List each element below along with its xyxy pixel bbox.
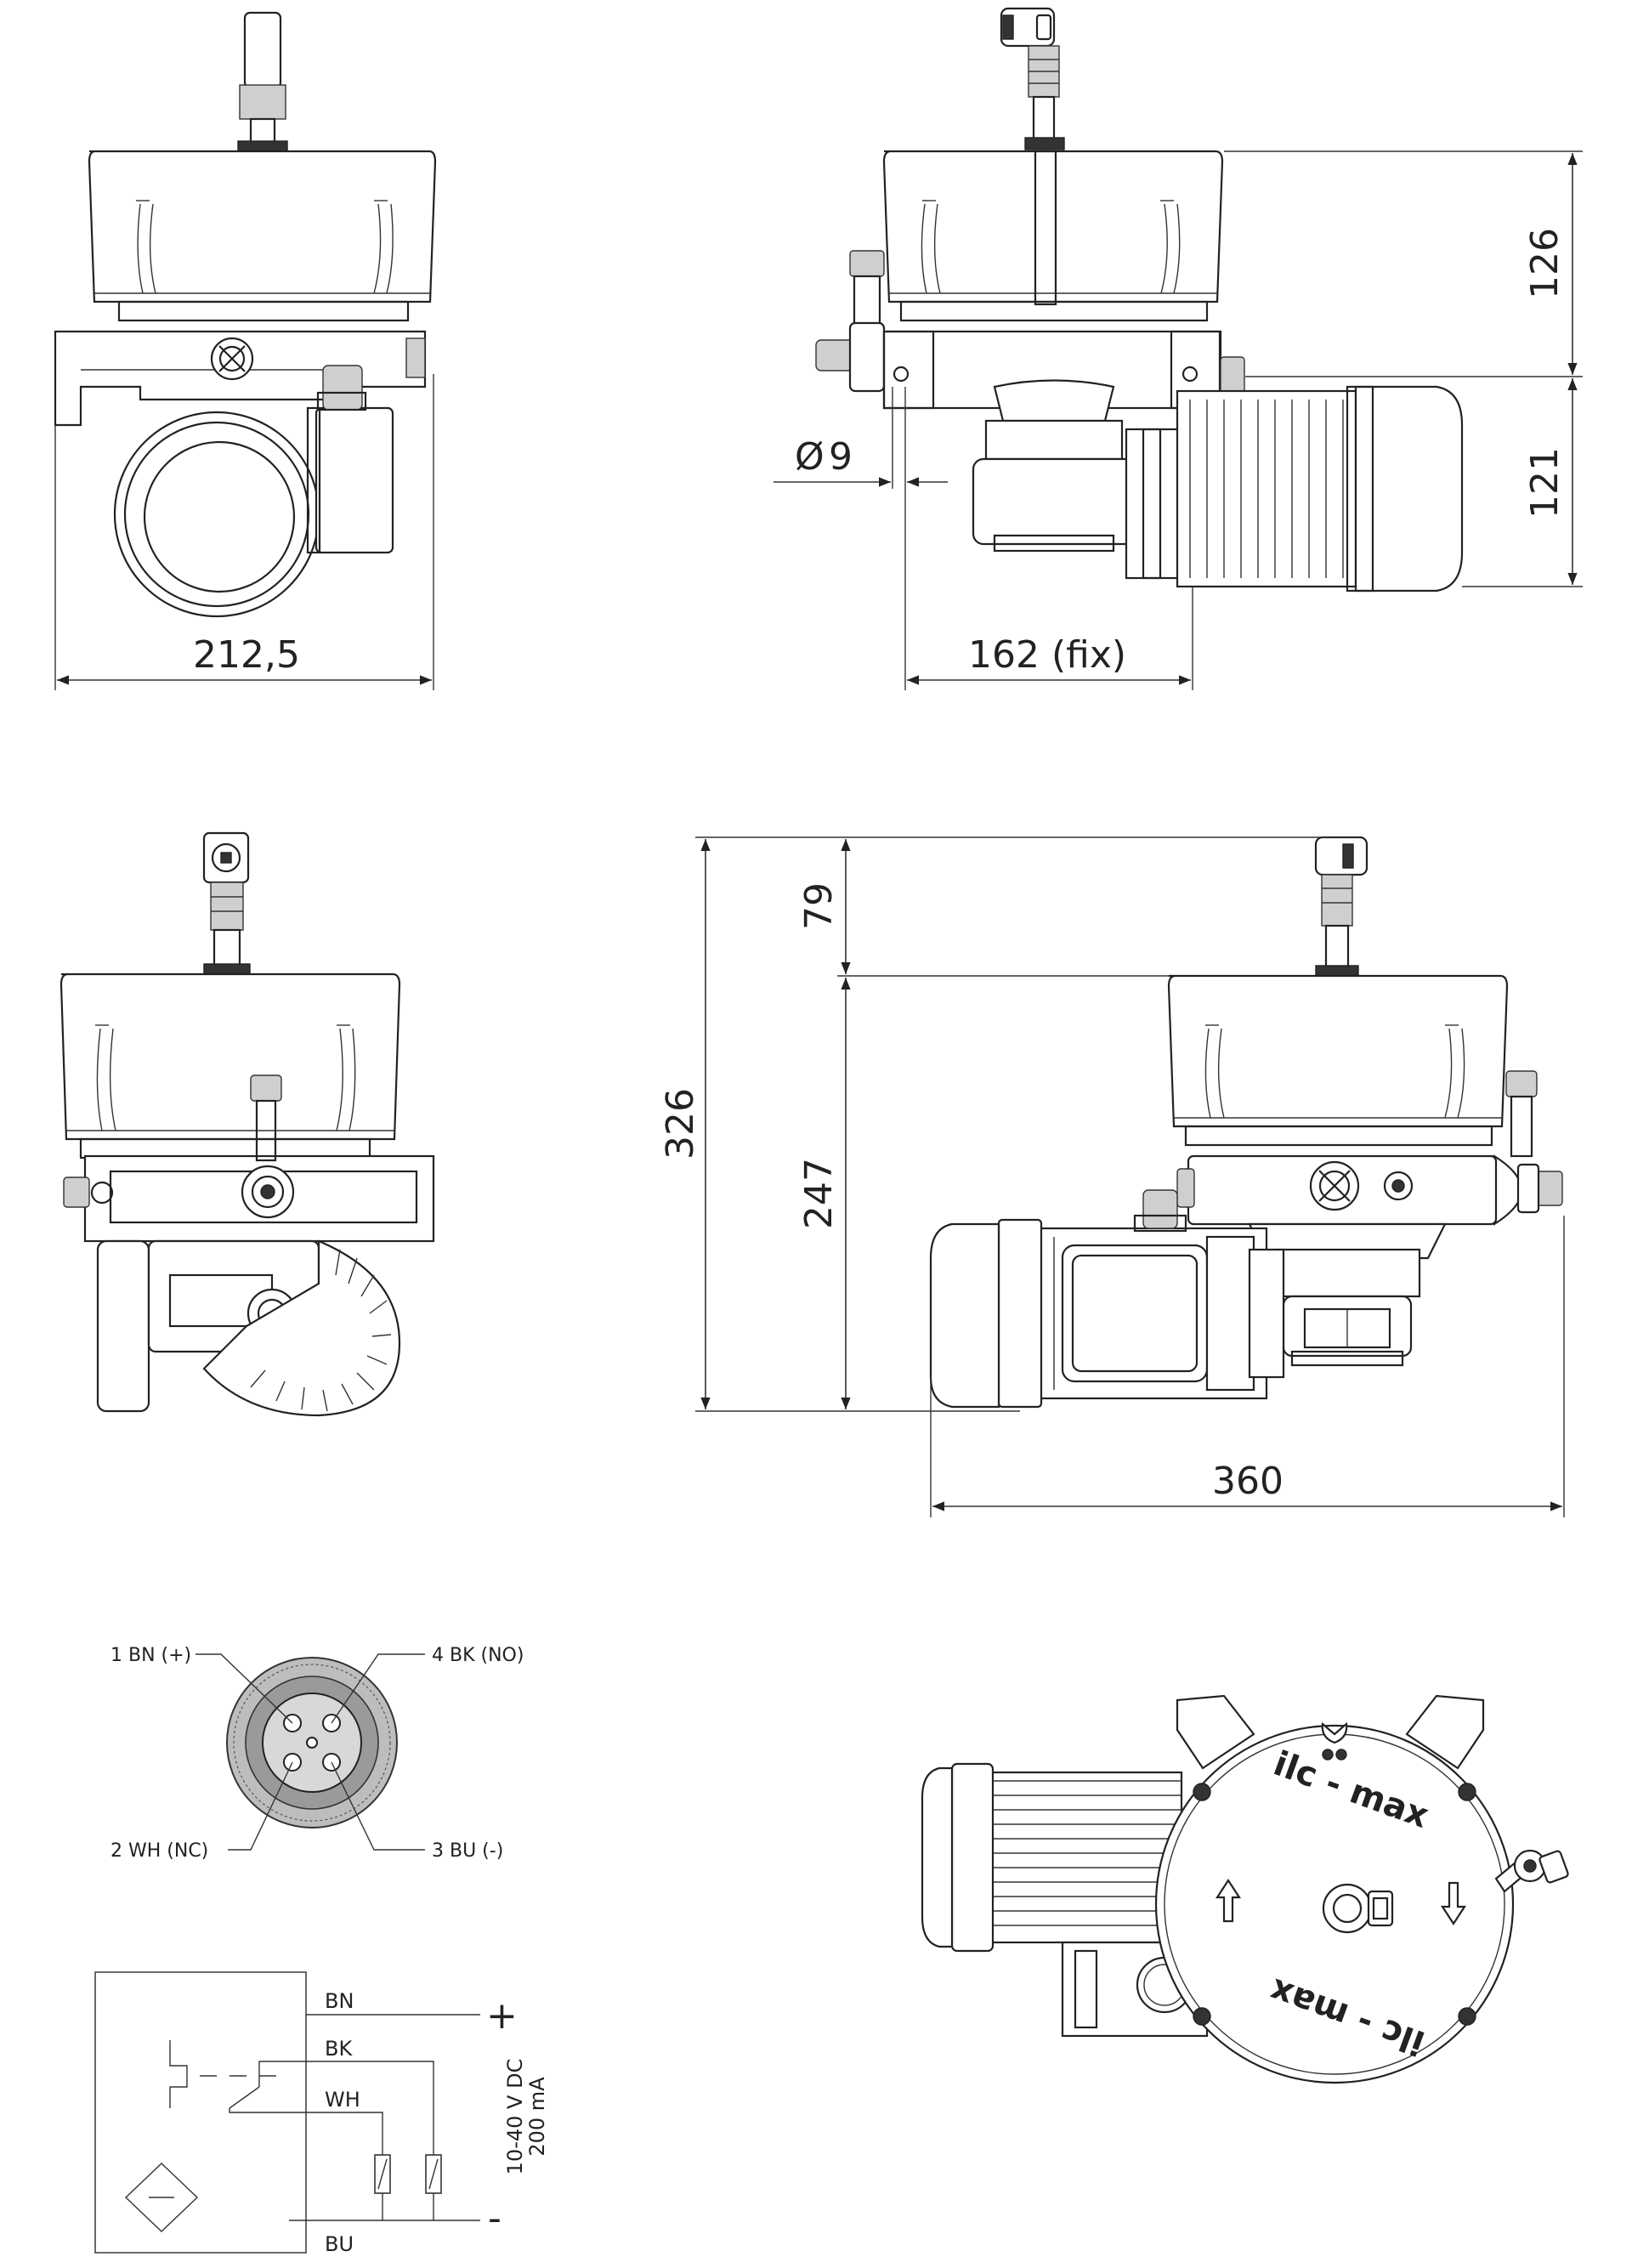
- dim-width-front: 212,5: [193, 633, 300, 677]
- dim-hole-symbol: Ø: [795, 435, 824, 479]
- pin-4-label: 4 BK (NO): [432, 1645, 524, 1666]
- connector-pinout: 1 BN (+) 4 BK (NO) 2 WH (NC) 3 BU (-): [110, 1645, 524, 1862]
- pin-1-label: 1 BN (+): [110, 1645, 191, 1666]
- front-view: 212,5: [54, 11, 437, 690]
- side-view: 126 121 Ø 9 162 (fix): [774, 7, 1583, 690]
- pin-3-label: 3 BU (-): [432, 1840, 503, 1862]
- wire-bu-label: BU: [325, 2232, 354, 2256]
- dim-body-height: 247: [797, 1158, 841, 1229]
- polarity-plus: +: [486, 1994, 518, 2038]
- polarity-minus: -: [488, 2197, 502, 2240]
- current-label: 200 mA: [525, 2077, 549, 2157]
- wire-bk-label: BK: [325, 2037, 353, 2061]
- back-view: [60, 831, 435, 1417]
- top-view: ilc - max ilc - max: [921, 1694, 1569, 2084]
- dim-width-side: 162 (fix): [968, 633, 1126, 677]
- pin-2-label: 2 WH (NC): [110, 1840, 208, 1862]
- dim-top-offset: 79: [797, 882, 841, 930]
- wire-bn-label: BN: [325, 1989, 354, 2013]
- dim-hole-diameter: 9: [829, 435, 853, 479]
- wiring-diagram: BN BK WH BU + - 10-40 V DC 200 mA: [94, 1971, 549, 2256]
- dim-height-lower: 121: [1523, 447, 1567, 519]
- voltage-label: 10-40 V DC: [503, 2059, 527, 2175]
- long-side-view: 326 79 247 360: [659, 836, 1565, 1517]
- dim-total-length: 360: [1212, 1460, 1284, 1503]
- dim-total-height: 326: [659, 1088, 702, 1160]
- wire-wh-label: WH: [325, 2088, 360, 2112]
- dim-height-upper: 126: [1523, 228, 1567, 299]
